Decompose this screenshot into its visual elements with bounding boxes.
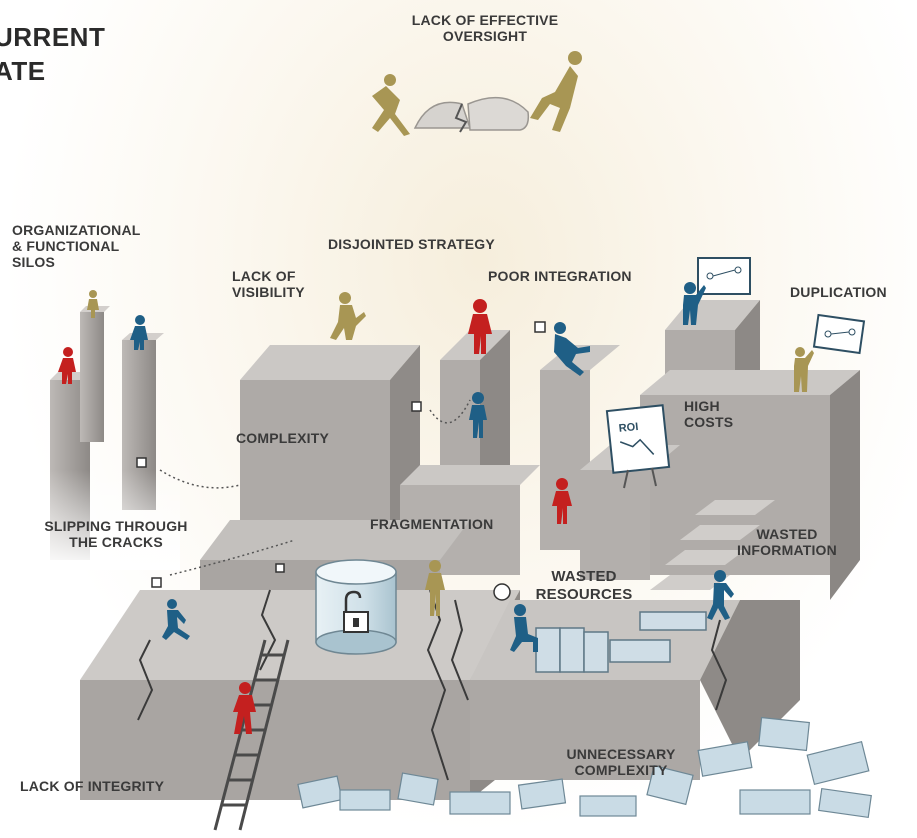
figure-gold-right: [530, 51, 582, 132]
figure-blue-seated: [510, 604, 538, 652]
label-organizational-silos: ORGANIZATIONAL & FUNCTIONAL SILOS: [12, 222, 192, 270]
label-visibility-line-2: VISIBILITY: [232, 284, 305, 300]
label-unnecessary-line-1: UNNECESSARY: [566, 746, 676, 762]
figures: [58, 51, 814, 734]
figure-gold-fragmentation: [425, 560, 445, 616]
label-visibility-line-1: LACK OF: [232, 268, 296, 284]
page-title: URRENT ATE: [0, 20, 105, 88]
label-cracks-line-2: THE CRACKS: [69, 534, 163, 550]
figure-blue-integration: [683, 282, 706, 325]
label-disjointed-strategy: DISJOINTED STRATEGY: [328, 236, 495, 252]
rubble-pile: [297, 716, 872, 819]
broken-rock-oversight: [413, 96, 530, 133]
roi-sign-text: ROI: [618, 421, 639, 435]
label-unnecessary-line-2: COMPLEXITY: [574, 762, 668, 778]
figure-red-strategy: [468, 299, 492, 354]
label-oversight-line-2: OVERSIGHT: [442, 28, 528, 44]
unlocked-data-cylinder: [315, 559, 397, 655]
label-resources-line-2: RESOURCES: [535, 586, 633, 603]
figure-red-fragmentation: [552, 478, 572, 524]
label-duplication: DUPLICATION: [790, 284, 887, 300]
server-equipment: [535, 611, 707, 673]
roi-sign: ROI: [605, 404, 671, 489]
integration-diagram-sign: [697, 257, 751, 295]
title-line-1: URRENT: [0, 22, 106, 52]
label-complexity: COMPLEXITY: [236, 430, 330, 446]
figure-blue-slipping: [162, 599, 190, 640]
label-silos-line-3: SILOS: [12, 254, 56, 270]
label-fragmentation: FRAGMENTATION: [370, 516, 494, 532]
sleep-bubble: [493, 583, 511, 601]
title-line-2: ATE: [0, 56, 46, 86]
stone-stairs: [650, 500, 775, 590]
label-lack-of-visibility: LACK OF VISIBILITY: [232, 268, 332, 300]
label-information-line-2: INFORMATION: [737, 542, 837, 558]
label-information-line-1: WASTED: [756, 526, 818, 542]
figure-blue-falling: [554, 322, 590, 376]
figure-gold-visibility: [330, 292, 366, 340]
label-lack-of-integrity: LACK OF INTEGRITY: [20, 778, 165, 794]
label-unnecessary-complexity: UNNECESSARY COMPLEXITY: [546, 746, 696, 778]
label-slipping-through-cracks: SLIPPING THROUGH THE CRACKS: [16, 518, 216, 550]
figure-blue-information: [707, 570, 734, 620]
floating-squares: [136, 321, 546, 588]
label-wasted-resources: WASTED RESOURCES: [524, 568, 644, 604]
figure-gold-left: [372, 74, 410, 136]
label-silos-line-2: & FUNCTIONAL: [12, 238, 120, 254]
label-high-costs: HIGH COSTS: [684, 398, 764, 430]
label-silos-line-1: ORGANIZATIONAL: [12, 222, 141, 238]
dotted-trails: [159, 399, 471, 576]
figure-blue-complexity: [469, 392, 487, 438]
label-costs-line-2: COSTS: [684, 414, 734, 430]
label-resources-line-1: WASTED: [551, 568, 617, 585]
label-oversight-line-1: LACK OF EFFECTIVE: [411, 12, 559, 28]
label-lack-of-effective-oversight: LACK OF EFFECTIVE OVERSIGHT: [398, 12, 572, 44]
duplication-diagram-sign: [812, 313, 866, 355]
label-costs-line-1: HIGH: [684, 398, 720, 414]
figure-red-silo: [58, 347, 76, 384]
figure-gold-silo: [87, 290, 99, 318]
figure-red-climbing: [233, 682, 256, 734]
figure-gold-duplication: [794, 347, 814, 392]
label-wasted-information: WASTED INFORMATION: [722, 526, 852, 558]
figure-blue-silo: [130, 315, 148, 350]
label-poor-integration: POOR INTEGRATION: [488, 268, 632, 284]
label-cracks-line-1: SLIPPING THROUGH: [44, 518, 188, 534]
silo-pillars: [40, 306, 180, 570]
